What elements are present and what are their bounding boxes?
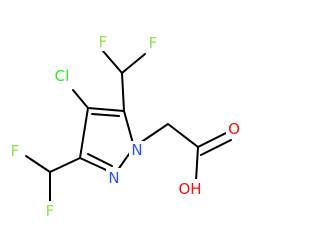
bond-chf2-f1 xyxy=(102,50,123,74)
atom-label-f4: F xyxy=(46,202,55,220)
atom-labels: F F Cl N N F F O xyxy=(7,32,242,220)
bond-c3-n2-double xyxy=(87,153,113,167)
atom-label-n1: N xyxy=(131,141,142,159)
atom-carbonyl-oxygen: O xyxy=(226,119,242,138)
atom-label-oh: OH xyxy=(178,180,201,198)
atom-nitrogen-1: N xyxy=(129,141,145,160)
atom-fluorine-3: F xyxy=(7,142,23,161)
atom-label-f1: F xyxy=(99,33,108,51)
atom-fluorine-2: F xyxy=(145,33,161,52)
atom-fluorine-1: F xyxy=(95,32,111,51)
bond-chf2-f3 xyxy=(25,155,51,173)
bond-c4-c3 xyxy=(79,107,89,159)
atom-label-f3: F xyxy=(11,142,20,160)
molecule-structure: F F Cl N N F F O xyxy=(7,32,242,220)
bond-c4-cl xyxy=(72,89,89,109)
atom-label-f2: F xyxy=(149,34,158,52)
bond-chf2-f2 xyxy=(121,53,146,74)
bond-carboxyl-oh xyxy=(195,146,199,182)
atom-hydroxyl: OH xyxy=(174,179,206,198)
atom-nitrogen-2: N xyxy=(106,168,122,187)
atom-fluorine-4: F xyxy=(42,201,58,220)
bond-c5-chf2-carbon xyxy=(121,72,125,112)
bond-c3-chf2-carbon xyxy=(49,157,81,173)
bond-carboxyl-oxygen-double-a xyxy=(197,131,229,148)
bond-carboxyl-oxygen-double-b xyxy=(200,139,232,156)
atom-label-cl: Cl xyxy=(55,67,70,85)
bond-c5-c4 xyxy=(87,107,125,112)
bond-ch2-carboxyl-carbon xyxy=(167,123,199,148)
atom-chlorine: Cl xyxy=(49,67,75,86)
atom-label-n2: N xyxy=(108,169,119,187)
bond-c5-c4-double xyxy=(91,113,120,117)
atom-label-o-carbonyl: O xyxy=(228,120,240,138)
